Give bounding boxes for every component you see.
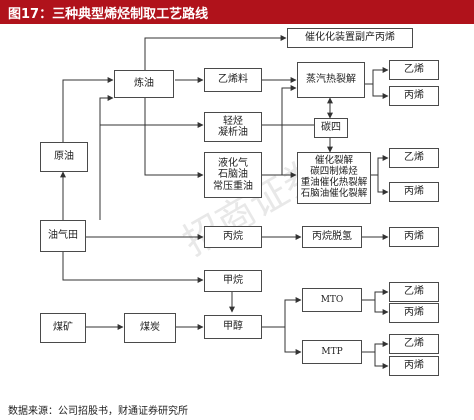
node-methanol: 甲醇 bbox=[204, 315, 262, 339]
node-propane-dehydrogenation: 丙烷脱氢 bbox=[302, 226, 362, 248]
output-propylene-2: 丙烯 bbox=[389, 182, 439, 202]
node-methane: 甲烷 bbox=[204, 270, 262, 292]
output-ethylene-3: 乙烯 bbox=[389, 282, 439, 302]
node-refining: 炼油 bbox=[114, 70, 174, 98]
output-propylene-4: 丙烯 bbox=[389, 303, 439, 323]
node-steam-cracking: 蒸汽热裂解 bbox=[297, 62, 365, 98]
node-liquefied-gas: 液化气 石脑油 常压重油 bbox=[204, 152, 262, 198]
node-catalytic-cracking: 催化裂解 碳四制烯烃 重油催化热裂解 石脑油催化裂解 bbox=[297, 152, 371, 204]
output-propylene-5: 丙烯 bbox=[389, 356, 439, 376]
source-note: 数据来源：公司招股书，财通证券研究所 bbox=[8, 406, 188, 417]
node-coal: 煤炭 bbox=[124, 313, 176, 343]
output-ethylene-1: 乙烯 bbox=[389, 60, 439, 80]
figure-title: 图17：三种典型烯烃制取工艺路线 bbox=[8, 7, 209, 22]
node-c4: 碳四 bbox=[314, 118, 348, 138]
output-ethylene-2: 乙烯 bbox=[389, 148, 439, 168]
node-light-hydrocarbon: 轻烃 凝析油 bbox=[204, 112, 262, 142]
node-catalytic-byproduct: 催化化装置副产丙烯 bbox=[287, 28, 413, 48]
node-oil-gas-field: 油气田 bbox=[40, 220, 86, 252]
output-propylene-3: 丙烯 bbox=[389, 227, 439, 247]
output-propylene-1: 丙烯 bbox=[389, 86, 439, 106]
connector-lines bbox=[60, 35, 389, 369]
node-coal-mine: 煤矿 bbox=[40, 313, 86, 343]
node-mto: MTO bbox=[302, 288, 362, 312]
node-propane: 丙烷 bbox=[204, 226, 262, 248]
node-mtp: MTP bbox=[302, 340, 362, 364]
node-ethylene-feed: 乙烯料 bbox=[204, 68, 262, 92]
node-crude-oil: 原油 bbox=[40, 142, 88, 172]
output-ethylene-4: 乙烯 bbox=[389, 334, 439, 354]
figure-header: 图17：三种典型烯烃制取工艺路线 bbox=[0, 0, 474, 24]
